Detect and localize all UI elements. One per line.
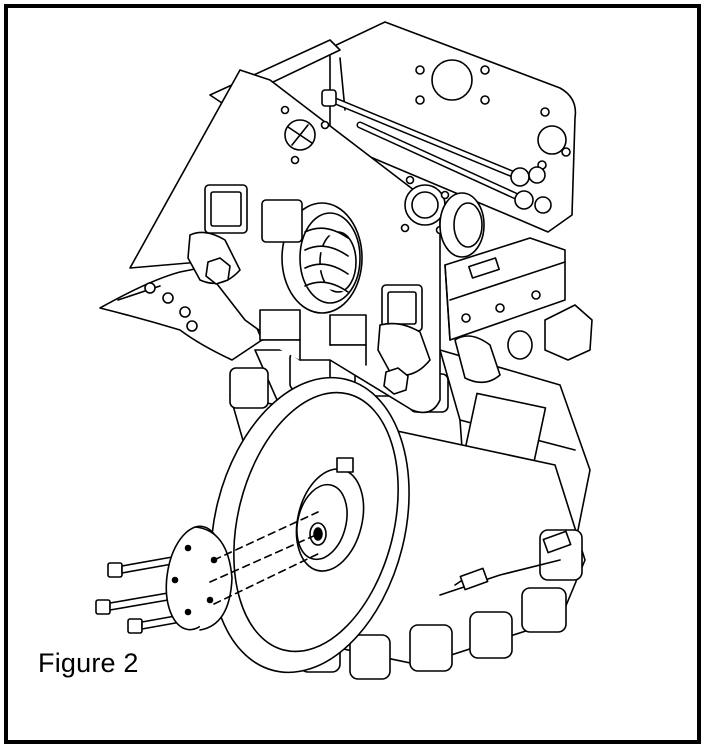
- right-motor-bracket: [439, 192, 593, 384]
- drum-wheel-disc: [210, 376, 410, 674]
- bolt-middle: [95, 592, 169, 615]
- exploded-view-alignment-lines: [209, 511, 323, 605]
- hydraulic-hoses: [321, 89, 552, 214]
- figure-caption: Figure 2: [38, 648, 139, 678]
- hub-cap: [165, 525, 233, 631]
- rubber-isolators: [259, 199, 367, 366]
